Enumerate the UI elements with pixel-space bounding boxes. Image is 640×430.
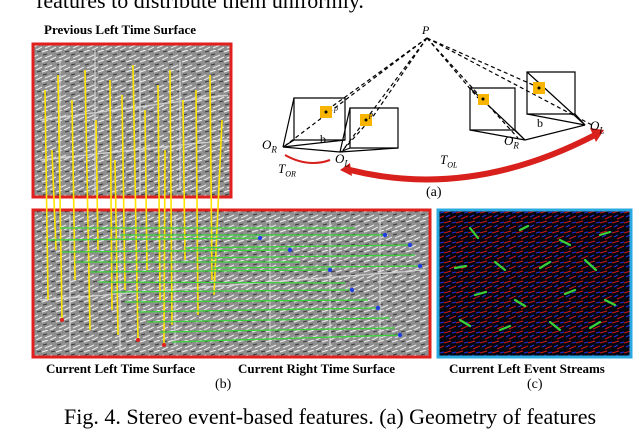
stereo-match-lines — [47, 227, 421, 343]
label-current-right-time-surface: Current Right Time Surface — [238, 361, 396, 376]
stereo-geometry-diagram — [282, 37, 593, 153]
point-p-label: P — [422, 23, 430, 37]
current-time-surface-panel — [31, 208, 432, 359]
left-feature-points — [60, 318, 166, 347]
subfig-c-label: (c) — [527, 377, 543, 392]
label-previous-left-time-surface: Previous Left Time Surface — [44, 22, 197, 37]
transform-label-temporal: TOL — [440, 152, 458, 170]
right-feature-points — [257, 232, 423, 338]
temporal-arrow-tail-head — [340, 163, 352, 176]
stereo-transform-arrow — [284, 154, 331, 165]
point-pr-label: p — [334, 104, 338, 113]
origin-l-label-1: OL — [335, 151, 350, 169]
subfig-b-label: (b) — [215, 377, 232, 392]
label-current-left-time-surface: Current Left Time Surface — [46, 361, 196, 376]
origin-r-label-2: OR — [504, 133, 519, 151]
baseline-label-2: b — [537, 116, 543, 130]
temporal-arrow-head — [590, 128, 604, 142]
temporal-transform-arrow — [347, 132, 598, 183]
transform-label-stereo: TOR — [278, 161, 296, 179]
subfig-a-label: (a) — [426, 185, 442, 200]
caption-top: features to distribute them uniformly. — [36, 0, 364, 13]
point-pl-label: p — [369, 110, 373, 119]
origin-r-label-1: OR — [262, 137, 277, 155]
previous-left-time-surface-panel — [31, 42, 233, 199]
label-current-left-event-streams: Current Left Event Streams — [449, 361, 605, 376]
origin-l-label-2: OL — [590, 118, 605, 136]
temporal-match-lines — [44, 64, 223, 346]
baseline-label-1: b — [320, 132, 326, 146]
event-streams-panel — [436, 208, 633, 359]
caption-bottom: Fig. 4. Stereo event-based features. (a)… — [64, 404, 597, 429]
feature-dots — [324, 86, 541, 122]
